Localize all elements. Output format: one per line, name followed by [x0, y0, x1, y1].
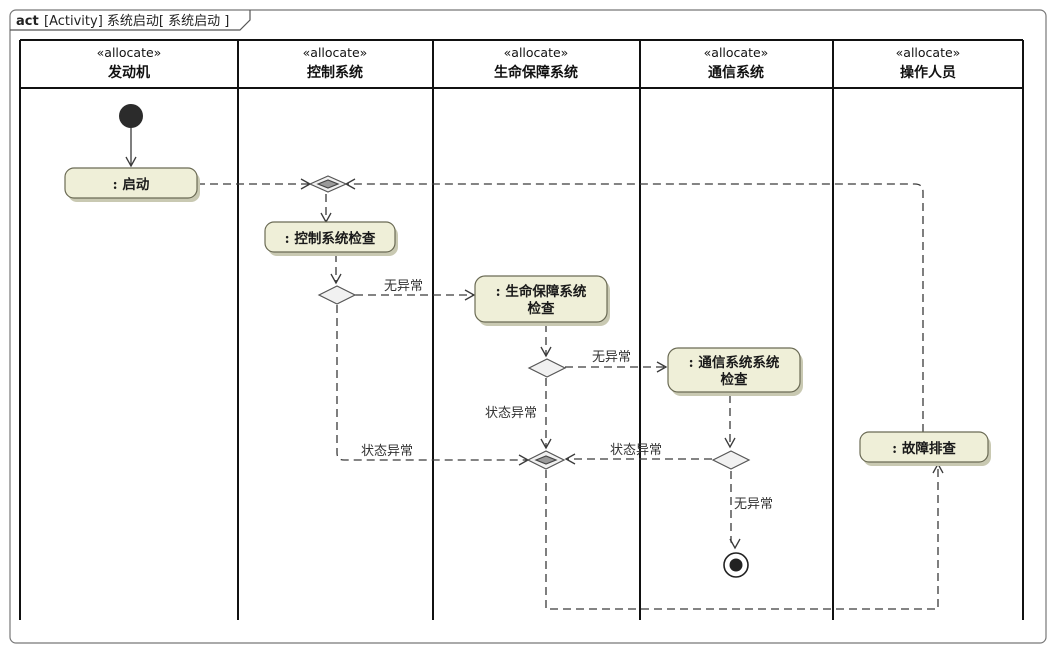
action-comm-check: : 通信系统系统 检查 — [667, 347, 803, 396]
guard-label: 状态异常 — [610, 443, 662, 458]
merge-node-center — [534, 455, 558, 465]
action-label-line: 检查 — [721, 371, 749, 388]
guard-label: 状态异常 — [485, 406, 537, 421]
lane-header-life-support: «allocate» 生命保障系统 — [494, 45, 578, 81]
guard-label: 无异常 — [592, 350, 631, 365]
frame-keyword: act — [16, 14, 39, 29]
flow-control-abnormal — [336, 305, 530, 466]
lane-header-operator: «allocate» 操作人员 — [896, 45, 961, 81]
lane-stereotype: «allocate» — [97, 45, 162, 60]
action-label: : 控制系统检查 — [285, 230, 376, 247]
action-label-line: : 通信系统系统 — [689, 354, 780, 371]
lane-name: 操作人员 — [900, 64, 956, 81]
decision-node — [317, 285, 357, 305]
guard-label: 无异常 — [384, 279, 423, 294]
lane-header-engine: «allocate» 发动机 — [97, 45, 162, 81]
lane-header-control: «allocate» 控制系统 — [303, 45, 368, 81]
lane-stereotype: «allocate» — [504, 45, 569, 60]
action-label-line: 检查 — [528, 300, 556, 317]
flow-comm-ok — [729, 471, 741, 550]
lane-name: 发动机 — [107, 64, 150, 81]
lane-stereotype: «allocate» — [704, 45, 769, 60]
lane-header-communication: «allocate» 通信系统 — [704, 45, 769, 81]
lane-name: 通信系统 — [708, 64, 764, 81]
frame-title: [Activity] 系统启动[ 系统启动 ] — [44, 14, 229, 29]
lane-stereotype: «allocate» — [896, 45, 961, 60]
action-label: : 故障排查 — [892, 440, 956, 457]
activity-final-node — [723, 552, 749, 578]
initial-node — [119, 104, 143, 128]
flow-fault-to-merge — [344, 178, 924, 432]
decision-node — [711, 450, 751, 470]
action-control-check: : 控制系统检查 — [264, 221, 398, 256]
lane-name: 生命保障系统 — [494, 64, 578, 81]
action-life-support-check: : 生命保障系统 检查 — [474, 275, 610, 326]
decision-node — [527, 358, 567, 378]
action-label: : 启动 — [113, 176, 150, 193]
action-fault-troubleshoot: : 故障排查 — [859, 431, 991, 466]
action-start: : 启动 — [64, 167, 200, 202]
guard-label: 状态异常 — [361, 444, 413, 459]
guard-label: 无异常 — [734, 497, 773, 512]
lane-name: 控制系统 — [307, 64, 363, 81]
action-label-line: : 生命保障系统 — [496, 283, 587, 300]
diagram-frame — [9, 9, 1047, 644]
lane-stereotype: «allocate» — [303, 45, 368, 60]
flow-merge-to-fault — [545, 462, 944, 610]
frame-title-tab — [10, 10, 251, 31]
merge-node-center — [316, 179, 340, 189]
